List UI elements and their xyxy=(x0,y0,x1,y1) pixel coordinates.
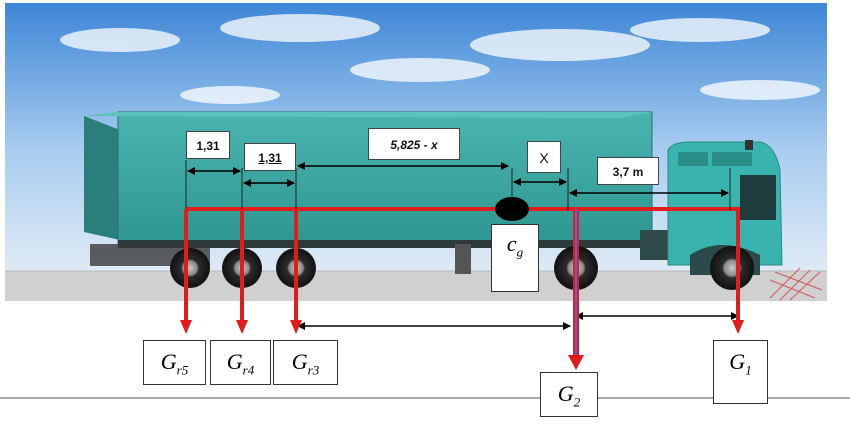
cg-subscript: g xyxy=(516,244,524,260)
lower-dimension-lines xyxy=(297,312,739,330)
truck-cab xyxy=(640,140,783,275)
arrow-gr4 xyxy=(236,209,248,334)
clouds xyxy=(60,14,820,104)
force-gr3-symbol: G xyxy=(291,349,308,374)
force-g2-subscript: 2 xyxy=(573,394,581,410)
arrow-g1 xyxy=(732,209,744,334)
dim-label-gap-4-3: 1,31 xyxy=(244,143,296,171)
force-gr5-subscript: r5 xyxy=(176,362,189,378)
arrow-gr3 xyxy=(290,209,302,334)
force-g1-subscript: 1 xyxy=(745,362,752,378)
cg-label-box: cg xyxy=(491,224,539,292)
dim-label-gap-cg-2: x xyxy=(527,141,561,173)
cg-symbol: c xyxy=(506,231,517,256)
force-gr4-subscript: r4 xyxy=(242,362,255,378)
road-surface xyxy=(5,271,827,301)
dim-label-gap-2-1: 3,7 m xyxy=(597,157,659,185)
force-g2-symbol: G xyxy=(557,381,574,406)
front-shadow-hatch xyxy=(769,267,823,301)
reference-lines xyxy=(185,160,731,210)
upper-dimension-lines xyxy=(187,162,729,197)
arrow-gr5 xyxy=(180,209,192,334)
arrow-g2 xyxy=(568,209,584,370)
force-gr4-symbol: G xyxy=(226,349,243,374)
force-arrows xyxy=(180,209,744,370)
force-g1-symbol: G xyxy=(729,349,746,374)
force-label-gr3: Gr3 xyxy=(273,340,338,385)
force-label-gr5: Gr5 xyxy=(143,340,206,385)
cg-marker xyxy=(495,197,529,221)
dim-label-gap-5-4: 1,31 xyxy=(186,131,230,159)
force-label-gr4: Gr4 xyxy=(210,340,271,385)
force-label-g2: G2 xyxy=(540,372,598,417)
dim-label-gap-3-cg: 5,825 - x xyxy=(368,128,460,160)
force-label-g1: G1 xyxy=(713,340,768,404)
force-gr5-symbol: G xyxy=(160,349,177,374)
force-gr3-subscript: r3 xyxy=(307,362,320,378)
